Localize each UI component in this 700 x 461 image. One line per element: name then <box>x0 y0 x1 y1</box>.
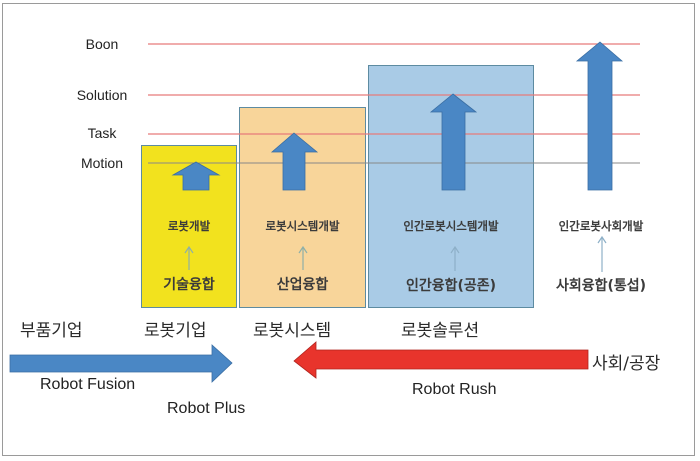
connector-arrowhead-1 <box>184 245 194 254</box>
level-label-boon: Boon <box>85 36 119 52</box>
up-arrow-boon <box>575 41 624 191</box>
column-bottom-robot-system-dev: 산업융합 <box>276 277 329 293</box>
column-bottom-human-robot-system-dev: 인간융합(공존) <box>405 278 497 294</box>
column-top-human-robot-society-dev: 인간로봇사회개발 <box>558 219 644 233</box>
up-arrow-motion <box>171 161 221 191</box>
robot-rush-arrow <box>293 341 589 379</box>
column-top-human-robot-system-dev: 인간로봇시스템개발 <box>403 219 499 233</box>
robot-fusion-arrow <box>9 344 233 383</box>
robot-rush-label: Robot Rush <box>412 381 497 398</box>
stage-robot-company: 로봇기업 <box>144 321 207 341</box>
column-top-robot-system-dev: 로봇시스템개발 <box>265 219 340 233</box>
robot-fusion-label: Robot Fusion <box>40 376 136 393</box>
up-arrow-task <box>270 132 319 191</box>
connector-arrowhead-3 <box>450 245 460 254</box>
connector-arrowhead-4 <box>597 235 607 244</box>
stage-robot-solution: 로봇솔루션 <box>401 321 480 341</box>
rush-source-label: 사회/공장 <box>592 354 661 374</box>
stage-robot-system: 로봇시스템 <box>253 321 332 341</box>
column-bottom-robot-dev: 기술융합 <box>163 277 215 293</box>
column-top-robot-dev: 로봇개발 <box>167 219 211 233</box>
connector-arrowhead-2 <box>298 245 308 254</box>
stage-parts-company: 부품기업 <box>20 321 83 341</box>
up-arrow-solution <box>429 93 478 191</box>
column-bottom-human-robot-society-dev: 사회융합(통섭) <box>555 278 647 294</box>
level-label-solution: Solution <box>76 87 128 103</box>
level-label-motion: Motion <box>80 155 124 171</box>
level-label-task: Task <box>87 125 117 141</box>
robot-plus-label: Robot Plus <box>167 400 246 417</box>
